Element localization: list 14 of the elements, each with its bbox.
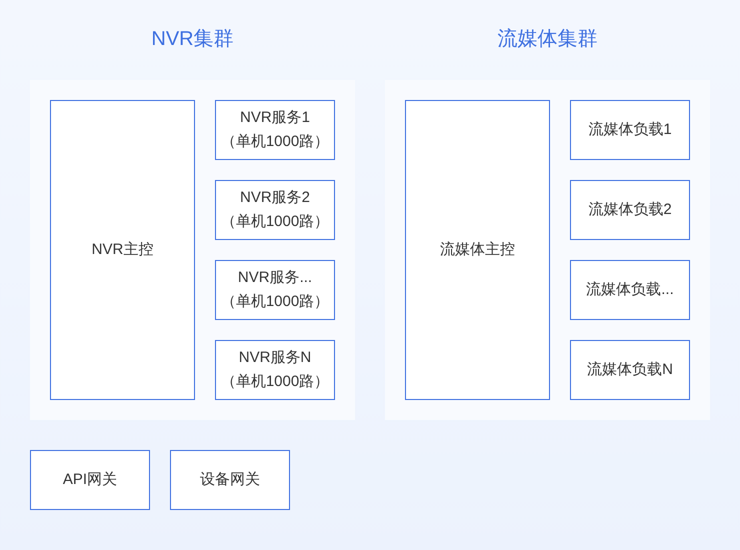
service-box: 流媒体负载2	[570, 180, 690, 240]
cluster-title: 流媒体集群	[496, 27, 598, 52]
service-box: 流媒体负载N	[570, 340, 690, 400]
service-box: NVR服务N （单机1000路）	[215, 340, 335, 400]
service-box: NVR服务... （单机1000路）	[215, 260, 335, 320]
service-box: NVR主控	[50, 100, 195, 400]
service-box: 设备网关	[170, 450, 290, 510]
service-box: NVR服务1 （单机1000路）	[215, 100, 335, 160]
cluster-title: NVR集群	[150, 27, 235, 52]
service-box: API网关	[30, 450, 150, 510]
service-box: 流媒体负载...	[570, 260, 690, 320]
service-box: 流媒体主控	[405, 100, 550, 400]
service-box: NVR服务2 （单机1000路）	[215, 180, 335, 240]
service-box: 流媒体负载1	[570, 100, 690, 160]
